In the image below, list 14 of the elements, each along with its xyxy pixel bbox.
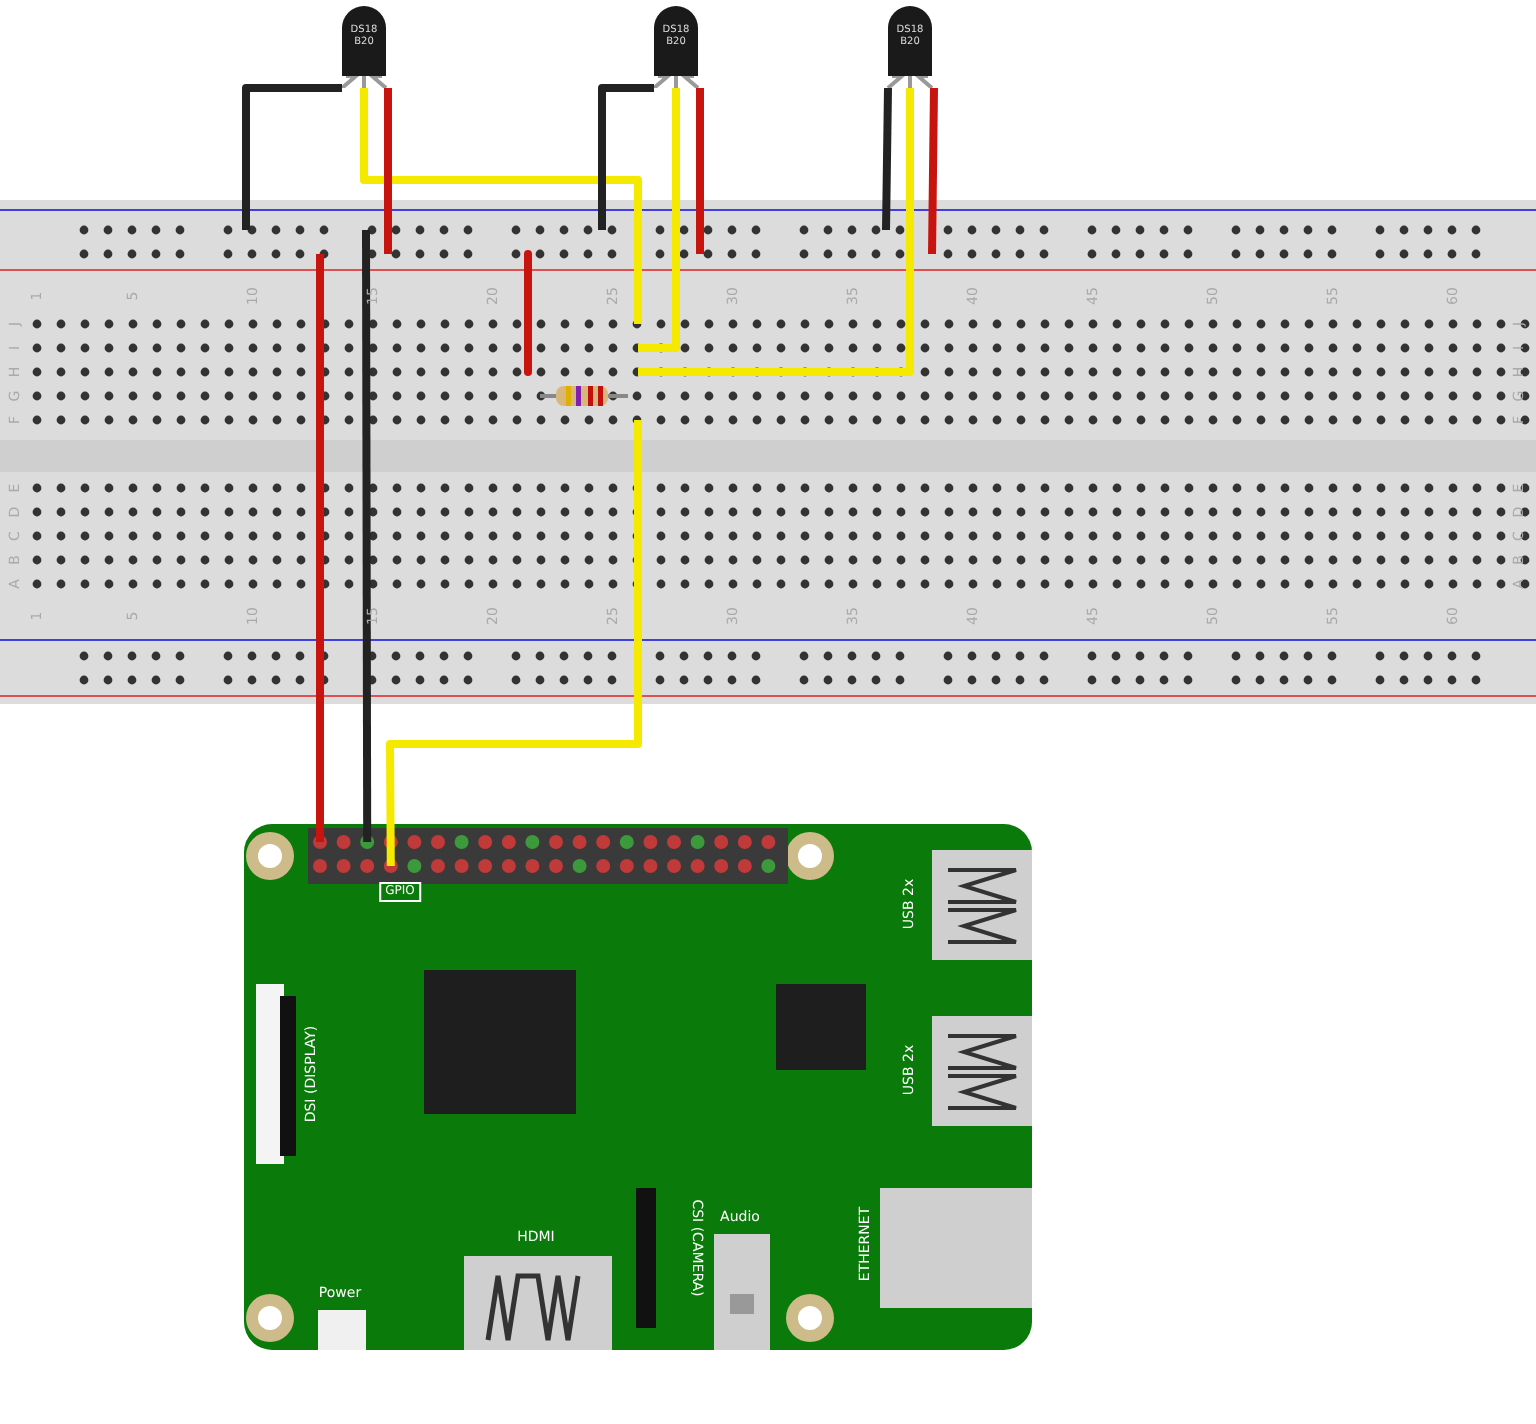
jumper-wire xyxy=(316,254,324,842)
temperature-sensor xyxy=(650,4,702,88)
jumper-wire xyxy=(638,88,680,352)
jumper-wire xyxy=(360,88,642,324)
temperature-sensor xyxy=(338,4,390,88)
jumper-wire xyxy=(696,88,704,254)
jumper-wire xyxy=(362,230,372,842)
jumper-wire xyxy=(242,84,342,230)
jumper-wire xyxy=(598,84,654,230)
jumper-wire xyxy=(638,88,914,376)
jumper-wire xyxy=(928,87,938,255)
jumper-wire xyxy=(384,88,392,254)
temperature-sensor xyxy=(884,4,936,88)
jumper-wire xyxy=(882,87,892,231)
